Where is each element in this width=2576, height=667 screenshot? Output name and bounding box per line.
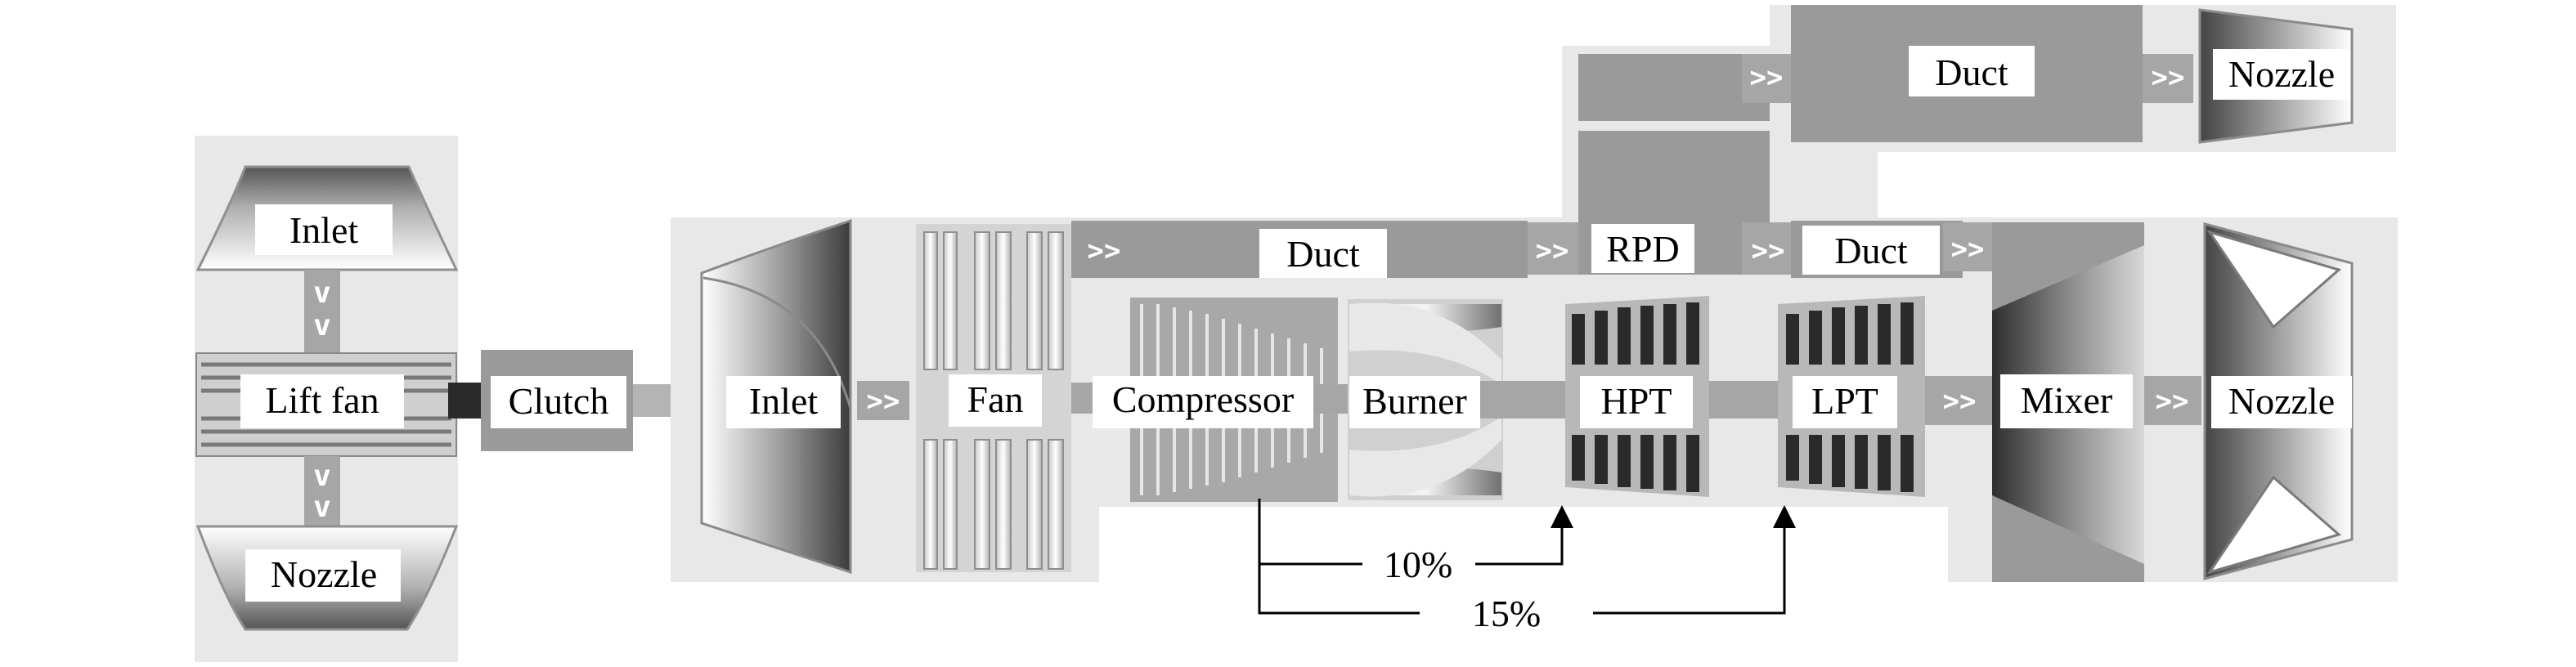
main-nozzle-label: Nozzle	[2228, 380, 2335, 422]
core-duct-label-bg	[1802, 226, 1940, 275]
fan-label-bg	[949, 374, 1042, 427]
double-chevron-right-icon: >>	[867, 385, 900, 418]
lift-nozzle[interactable]: Nozzle	[195, 525, 459, 631]
lift-inlet-label: Inlet	[289, 209, 359, 251]
chevron-down-icon: v	[313, 459, 331, 493]
upper-nozzle-label-bg	[2213, 49, 2350, 100]
compressor-label: Compressor	[1112, 378, 1294, 420]
burner-label: Burner	[1362, 380, 1467, 422]
bleed-lpt-fraction: 15%	[1472, 593, 1541, 634]
connector-rpd-upper-duct	[1742, 54, 1791, 103]
compressor-label-bg	[1093, 376, 1313, 428]
upper-duct[interactable]: Duct	[1791, 5, 2143, 142]
hpt-label: HPT	[1601, 380, 1672, 422]
lift-shaft	[448, 383, 482, 419]
lpt[interactable]: LPT	[1778, 296, 1925, 497]
connector-lpt-mixer	[1925, 376, 1992, 425]
fan-shaft	[1071, 383, 1096, 414]
arrow-up-icon	[1773, 505, 1796, 528]
connector-core-duct-mixer	[1943, 222, 1992, 271]
chevron-down-icon: v	[313, 490, 331, 524]
fan-label: Fan	[967, 378, 1024, 420]
chevron-down-icon: v	[313, 309, 331, 342]
bleed-lines	[1258, 499, 1786, 615]
main-panel-gap	[1099, 507, 1948, 589]
hpt-blades	[1572, 302, 1699, 492]
rpd-label: RPD	[1606, 228, 1679, 270]
clutch[interactable]: Clutch	[481, 350, 633, 451]
chevron-down-icon: v	[313, 276, 331, 310]
double-chevron-right-icon: >>	[1943, 385, 1977, 418]
lpt-blades	[1786, 302, 1914, 492]
main-nozzle-label-bg	[2211, 376, 2352, 428]
lpt-label-bg	[1793, 376, 1897, 428]
fan-blades	[923, 231, 1064, 570]
fan[interactable]: Fan	[916, 224, 1071, 572]
lift-nozzle-label-bg	[245, 549, 401, 602]
upper-duct-label: Duct	[1935, 51, 2008, 93]
clutch-label-bg	[491, 376, 626, 428]
lift-fan[interactable]: Lift fan	[195, 352, 457, 457]
lift-connector-bottom	[304, 456, 340, 526]
bleed-hpt-fraction: 10%	[1384, 544, 1452, 585]
burner-label-bg	[1349, 376, 1480, 428]
bleed-line-lpt	[1258, 526, 1786, 615]
lift-connector-top	[304, 270, 340, 353]
clutch-shaft	[633, 384, 674, 417]
double-chevron-right-icon: >>	[1752, 235, 1785, 267]
hpt-label-bg	[1580, 376, 1693, 428]
rpd-label-bg	[1591, 224, 1694, 273]
double-chevron-right-icon: >>	[2156, 385, 2189, 418]
main-inlet-label-bg	[726, 376, 841, 428]
lift-inlet[interactable]: Inlet	[195, 165, 459, 271]
clutch-label: Clutch	[509, 380, 609, 422]
double-chevron-right-icon: >>	[1750, 61, 1784, 94]
core-duct-label: Duct	[1834, 230, 1908, 271]
rpd[interactable]: RPD	[1578, 54, 1770, 275]
upper-duct-label-bg	[1909, 46, 2035, 96]
lpt-label: LPT	[1811, 380, 1878, 422]
double-chevron-right-icon: >>	[1536, 235, 1569, 267]
main-inlet-label: Inlet	[749, 380, 819, 422]
double-chevron-right-icon: >>	[2152, 61, 2185, 94]
bypass-duct-label-bg	[1259, 229, 1387, 278]
connector-duct-rpd	[1528, 222, 1578, 275]
burner[interactable]: Burner	[1348, 299, 1503, 500]
lift-module: Inlet v v Lift fan v v	[195, 136, 459, 662]
connector-mixer-nozzle	[2144, 376, 2201, 425]
lift-inlet-label-bg	[255, 204, 393, 255]
upper-nozzle-label: Nozzle	[2228, 53, 2335, 95]
connector-rpd-core-duct	[1742, 222, 1794, 275]
main-inlet[interactable]: Inlet	[700, 218, 852, 575]
bypass-duct-label: Duct	[1286, 233, 1360, 275]
compressor[interactable]: Compressor	[1093, 298, 1338, 502]
lift-fan-label-bg	[240, 374, 404, 428]
bypass-duct[interactable]: >> Duct	[1071, 221, 1528, 278]
upper-nozzle[interactable]: Nozzle	[2198, 8, 2354, 144]
mixer-label: Mixer	[2021, 379, 2112, 421]
double-chevron-right-icon: >>	[1951, 233, 1985, 266]
core-duct[interactable]: Duct	[1791, 221, 1963, 278]
lift-nozzle-label: Nozzle	[271, 553, 377, 595]
double-chevron-right-icon: >>	[1088, 235, 1121, 267]
connector-inlet-fan	[857, 381, 909, 420]
arrow-up-icon	[1551, 505, 1573, 528]
hpt[interactable]: HPT	[1565, 296, 1709, 497]
compressor-shaft	[1313, 384, 1351, 414]
lift-fan-label: Lift fan	[265, 379, 379, 421]
connector-upper-duct-nozzle	[2143, 54, 2193, 103]
main-nozzle[interactable]: Nozzle	[2203, 222, 2354, 580]
mixer-label-bg	[2000, 374, 2133, 428]
mixer[interactable]: Mixer	[1992, 222, 2144, 582]
